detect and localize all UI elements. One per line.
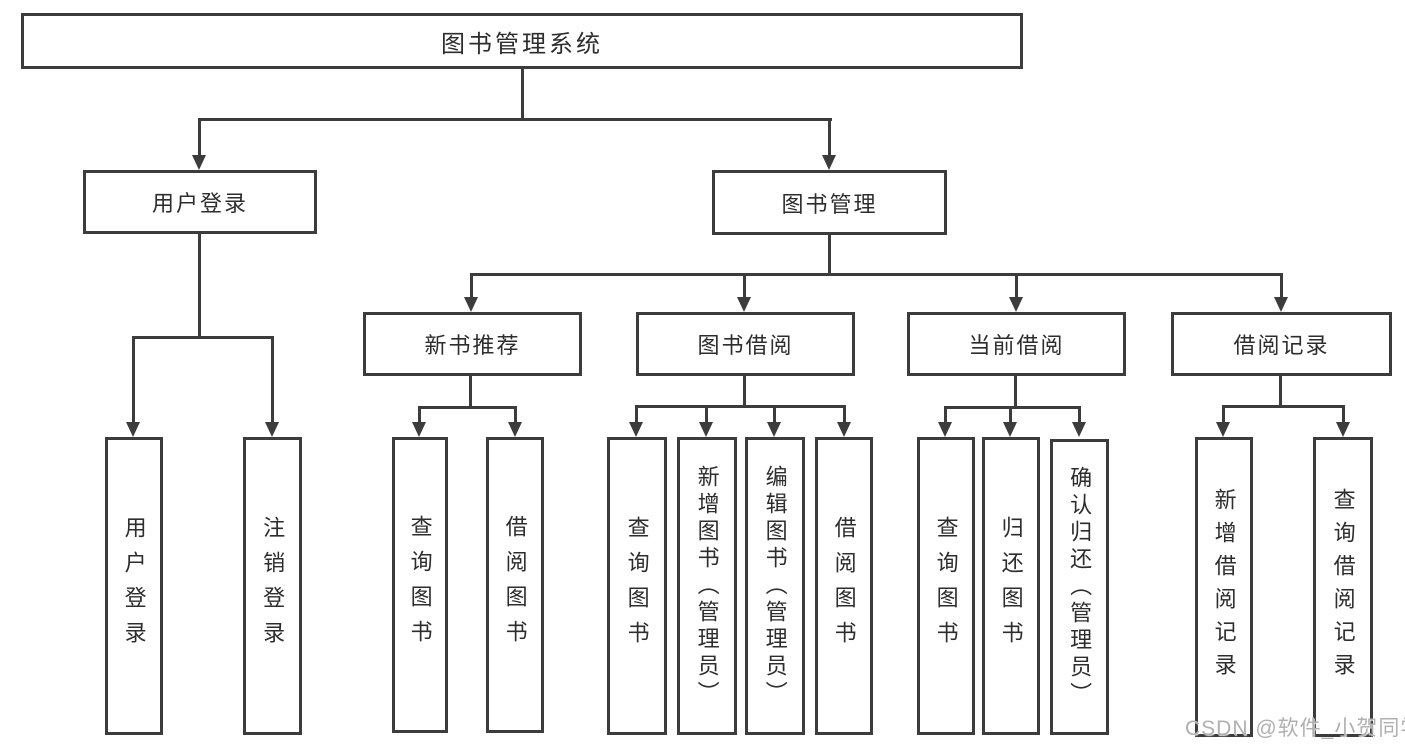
arrow-borrow-query: [629, 405, 643, 437]
connector-root-stem: [521, 69, 524, 121]
leaf-query-books-1: 查询图书: [392, 437, 448, 733]
node-label: 用户登录: [151, 191, 248, 216]
leaf-label: 归还图书: [998, 516, 1024, 656]
connector-user-login-stem: [198, 234, 201, 339]
connector-book-management-stem: [828, 235, 831, 276]
node-borrow-records: 借阅记录: [1171, 312, 1392, 376]
node-label: 图书管理系统: [441, 30, 603, 58]
arrow-records-add: [1216, 405, 1230, 437]
connector-current-borrow-stem: [1014, 376, 1017, 409]
leaf-label: 确认归还（管理员）: [1067, 465, 1093, 709]
leaf-query-books-2: 查询图书: [607, 437, 667, 735]
leaf-label: 新增借阅记录: [1211, 488, 1237, 686]
connector-new-book-stem: [469, 376, 472, 409]
node-label: 图书借阅: [697, 333, 794, 358]
arrow-current-confirm: [1072, 406, 1086, 437]
connector-user-login-bar: [132, 336, 274, 339]
leaf-confirm-return-admin: 确认归还（管理员）: [1050, 439, 1109, 735]
connector-borrow-records-bar: [1222, 405, 1345, 408]
connector-borrow-records-stem: [1279, 376, 1282, 408]
leaf-return-books: 归还图书: [982, 437, 1040, 735]
arrow-newbook-borrow: [508, 406, 522, 437]
leaf-label: 查询图书: [407, 515, 433, 655]
leaf-edit-books-admin: 编辑图书（管理员）: [745, 437, 805, 735]
arrow-borrow-borrow: [837, 405, 851, 437]
node-new-book-recommend: 新书推荐: [363, 312, 582, 376]
leaf-label: 查询图书: [624, 516, 650, 656]
leaf-user-login: 用户登录: [105, 437, 163, 735]
leaf-add-books-admin: 新增图书（管理员）: [677, 437, 737, 735]
node-label: 借阅记录: [1233, 333, 1330, 358]
leaf-label: 用户登录: [121, 516, 147, 656]
arrow-records-query: [1336, 405, 1350, 437]
leaf-label: 查询图书: [933, 516, 959, 656]
arrow-borrow-edit: [767, 405, 781, 437]
leaf-label: 注销登录: [260, 516, 286, 656]
leaf-borrow-books-1: 借阅图书: [486, 437, 544, 733]
arrow-newbook-query: [412, 406, 426, 437]
node-label: 当前借阅: [968, 333, 1065, 358]
leaf-borrow-books-2: 借阅图书: [815, 437, 873, 735]
arrow-to-book-borrow: [737, 273, 751, 312]
leaf-label: 新增图书（管理员）: [694, 464, 720, 708]
connector-current-borrow-bar: [944, 406, 1081, 409]
arrow-to-user-login-leaf: [126, 336, 140, 437]
leaf-logout: 注销登录: [243, 437, 302, 735]
node-library-management-system: 图书管理系统: [21, 13, 1023, 69]
arrow-to-current-borrow: [1009, 273, 1023, 312]
connector-book-borrow-stem: [743, 376, 746, 408]
arrow-to-borrow-records: [1274, 273, 1288, 312]
leaf-add-borrow-record: 新增借阅记录: [1195, 437, 1253, 737]
arrow-to-new-book-recommend: [464, 273, 478, 312]
node-user-login: 用户登录: [83, 170, 317, 234]
leaf-label: 借阅图书: [831, 516, 857, 656]
leaf-label: 查询借阅记录: [1330, 488, 1356, 686]
leaf-query-borrow-record: 查询借阅记录: [1313, 437, 1373, 737]
connector-new-book-bar: [418, 406, 517, 409]
node-label: 图书管理: [781, 191, 878, 217]
leaf-label: 编辑图书（管理员）: [762, 464, 788, 708]
arrow-to-user-login: [192, 118, 206, 170]
node-book-management: 图书管理: [712, 170, 947, 235]
arrow-current-return: [1003, 406, 1017, 437]
node-current-borrow: 当前借阅: [907, 312, 1126, 376]
node-label: 新书推荐: [424, 333, 521, 358]
connector-level3-bar: [470, 273, 1283, 276]
arrow-borrow-add: [699, 405, 713, 437]
arrow-to-logout-leaf: [265, 336, 279, 437]
connector-level2-bar: [198, 118, 832, 121]
node-book-borrow: 图书借阅: [636, 312, 855, 376]
arrow-current-query: [938, 406, 952, 437]
leaf-label: 借阅图书: [502, 515, 528, 655]
csdn-watermark: CSDN @软件_小贺同学: [1185, 717, 1405, 740]
arrow-to-book-management: [822, 118, 836, 170]
connector-book-borrow-bar: [635, 405, 846, 408]
leaf-query-books-3: 查询图书: [917, 437, 975, 735]
